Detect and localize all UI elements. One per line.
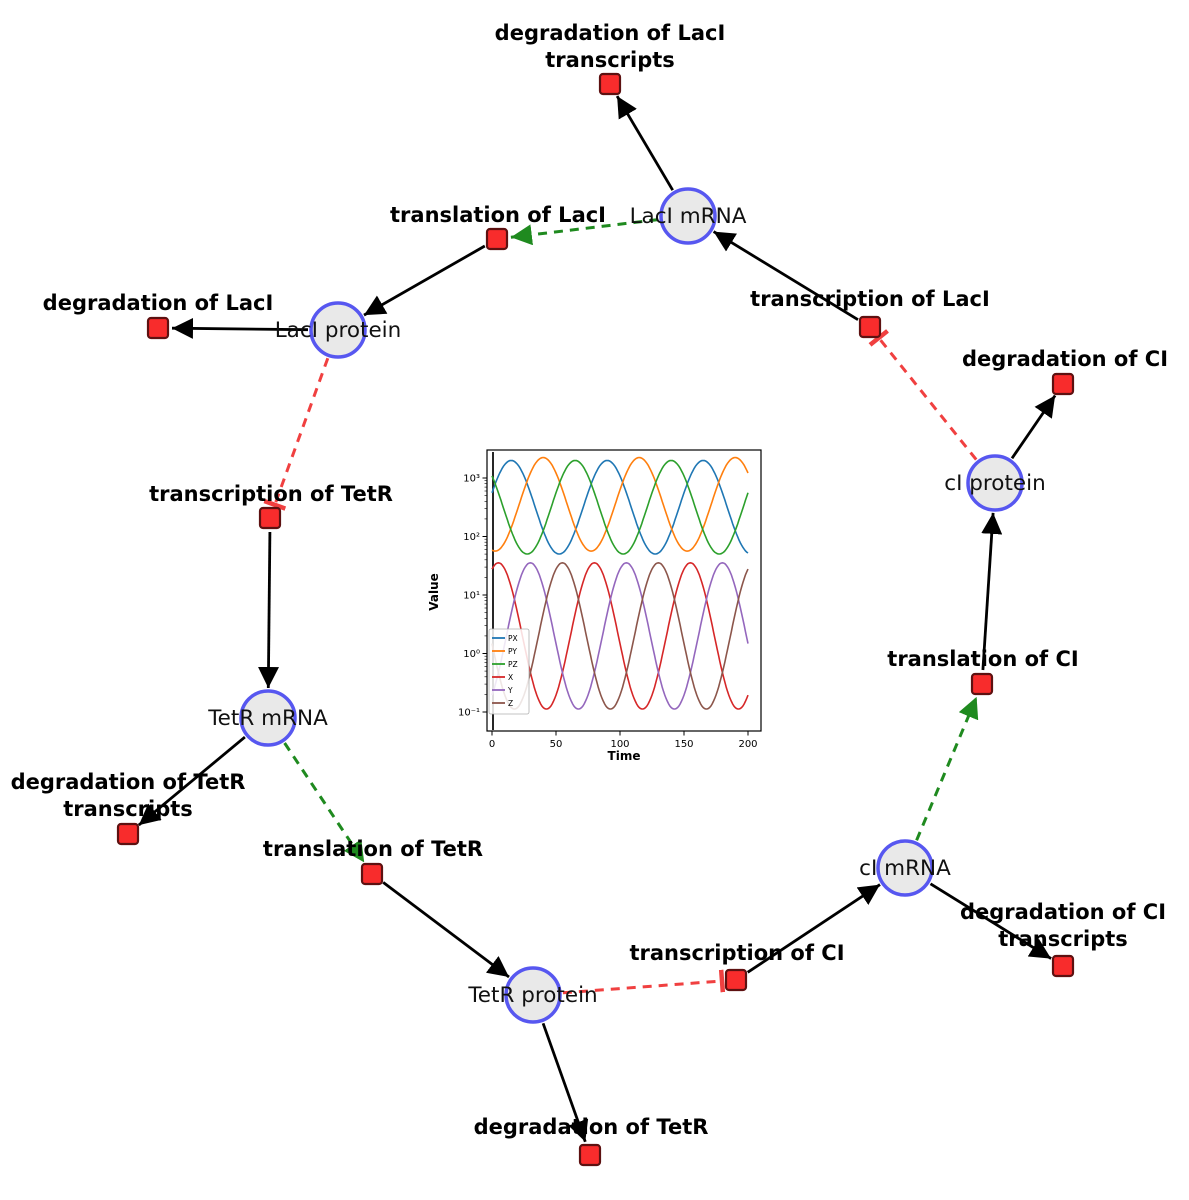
y-tick-label: 10⁰ <box>463 649 480 660</box>
species-label-ci-mrna: cI mRNA <box>859 856 951 881</box>
edge-laci-mrna-to-translation-of-laci <box>510 218 659 246</box>
species-label-laci-mrna: LacI mRNA <box>630 204 747 229</box>
reaction-node-translation-of-ci <box>970 672 994 696</box>
edge-translation-of-ci-to-ci-protein <box>981 512 1003 671</box>
species-node-tetr-mrna <box>239 689 297 747</box>
reaction-node-degradation-of-tetr <box>578 1143 602 1167</box>
species-node-laci-protein <box>309 301 367 359</box>
legend-label-pz: PZ <box>508 660 518 669</box>
legend-label-px: PX <box>508 634 518 643</box>
x-tick-label: 0 <box>489 739 495 750</box>
reaction-node-transcription-of-ci <box>724 968 748 992</box>
edge-ci-mrna-to-degradation-of-ci-transcripts <box>929 882 1052 960</box>
reaction-label-degradation-of-ci-transcripts-line1: degradation of CI <box>960 900 1166 924</box>
species-node-ci-protein <box>966 454 1024 512</box>
y-axis-label: Value <box>427 573 441 611</box>
reaction-label-degradation-of-tetr-transcripts-line1: degradation of TetR <box>11 770 246 794</box>
legend-label-py: PY <box>508 647 517 656</box>
legend-label-x: X <box>508 673 513 682</box>
x-tick-label: 200 <box>738 739 757 750</box>
species-node-tetr-protein <box>504 966 562 1024</box>
series-curve-px <box>491 459 749 555</box>
reaction-label-degradation-of-ci: degradation of CI <box>962 347 1168 371</box>
species-label-ci-protein: cI protein <box>944 471 1045 496</box>
reaction-label-degradation-of-ci-transcripts-line2: transcripts <box>998 927 1128 951</box>
y-tick-label: 10³ <box>463 474 480 485</box>
series-curve-py <box>491 456 749 552</box>
reaction-node-degradation-of-ci-transcripts <box>1051 954 1075 978</box>
y-tick-label: 10² <box>463 532 480 543</box>
chart-legend: PX PY PZ XYZ <box>488 628 530 715</box>
edge-tetr-protein-to-degradation-of-tetr <box>541 1022 589 1143</box>
edge-translation-of-tetr-to-tetr-protein <box>382 881 510 979</box>
reaction-label-degradation-of-laci-transcripts-line2: transcripts <box>545 48 675 72</box>
edge-laci-protein-to-degradation-of-laci <box>171 317 309 339</box>
species-label-tetr-protein: TetR protein <box>467 983 597 1008</box>
reaction-node-degradation-of-tetr-transcripts <box>116 822 140 846</box>
edge-transcription-of-tetr-to-tetr-mrna <box>258 531 280 689</box>
reaction-label-transcription-of-tetr: transcription of TetR <box>149 482 393 506</box>
edge-tetr-mrna-to-degradation-of-tetr-transcripts <box>137 736 246 827</box>
edge-transcription-of-laci-to-laci-mrna <box>712 230 859 321</box>
x-tick-label: 50 <box>550 739 563 750</box>
series-curve-y <box>491 561 749 710</box>
reaction-label-degradation-of-laci: degradation of LacI <box>43 291 274 315</box>
series-curve-pz <box>491 459 749 555</box>
reaction-label-translation-of-tetr: translation of TetR <box>263 837 483 861</box>
chart-content: 10⁻¹ 10⁰ 10¹ 10² 10³ 0 50 100 150 200 PX PY PZ XYZ <box>458 452 758 750</box>
reaction-label-transcription-of-laci: transcription of LacI <box>750 287 990 311</box>
edge-translation-of-laci-to-laci-protein <box>363 244 486 317</box>
edge-transcription-of-ci-to-ci-mrna <box>746 883 881 974</box>
reaction-label-degradation-of-tetr-transcripts-line2: transcripts <box>63 797 193 821</box>
nodes-layer <box>116 72 1075 1167</box>
reaction-node-translation-of-laci <box>485 227 509 251</box>
reaction-node-degradation-of-ci <box>1051 372 1075 396</box>
y-tick-label: 10¹ <box>463 591 480 602</box>
species-node-ci-mrna <box>876 839 934 897</box>
reaction-label-degradation-of-tetr: degradation of TetR <box>474 1115 709 1139</box>
series-curve-z <box>491 561 749 710</box>
edge-tetr-protein-to-transcription-of-ci <box>562 969 726 995</box>
species-node-laci-mrna <box>659 187 717 245</box>
time-series-chart: 10⁻¹ 10⁰ 10¹ 10² 10³ 0 50 100 150 200 PX PY PZ XYZ Ti… <box>427 449 762 763</box>
x-tick-label: 150 <box>674 739 693 750</box>
reaction-label-transcription-of-ci: transcription of CI <box>629 941 844 965</box>
reaction-node-transcription-of-laci <box>858 315 882 339</box>
species-label-tetr-mrna: TetR mRNA <box>207 706 328 731</box>
legend-label-z: Z <box>508 699 513 708</box>
edge-ci-mrna-to-translation-of-ci <box>915 696 979 841</box>
reaction-label-translation-of-ci: translation of CI <box>887 647 1078 671</box>
edge-ci-protein-to-degradation-of-ci <box>1010 394 1057 460</box>
edge-tetr-mrna-to-translation-of-tetr <box>283 742 366 864</box>
edge-laci-protein-to-transcription-of-tetr <box>263 357 330 511</box>
reaction-node-degradation-of-laci <box>146 316 170 340</box>
edge-laci-mrna-to-degradation-of-laci-transcripts <box>615 95 674 191</box>
x-tick-label: 100 <box>610 739 629 750</box>
reaction-node-transcription-of-tetr <box>258 506 282 530</box>
reaction-node-translation-of-tetr <box>360 862 384 886</box>
x-axis-label: Time <box>608 749 641 763</box>
edges-layer <box>137 95 1057 1143</box>
reaction-label-translation-of-laci: translation of LacI <box>390 203 606 227</box>
legend-label-y: Y <box>507 686 513 695</box>
reaction-label-degradation-of-laci-transcripts-line1: degradation of LacI <box>495 21 726 45</box>
y-tick-label: 10⁻¹ <box>458 708 480 719</box>
species-label-laci-protein: LacI protein <box>275 318 402 343</box>
edge-ci-protein-to-transcription-of-laci <box>868 329 978 461</box>
series-curve-x <box>491 561 749 710</box>
reaction-node-degradation-of-laci-transcripts <box>598 72 622 96</box>
